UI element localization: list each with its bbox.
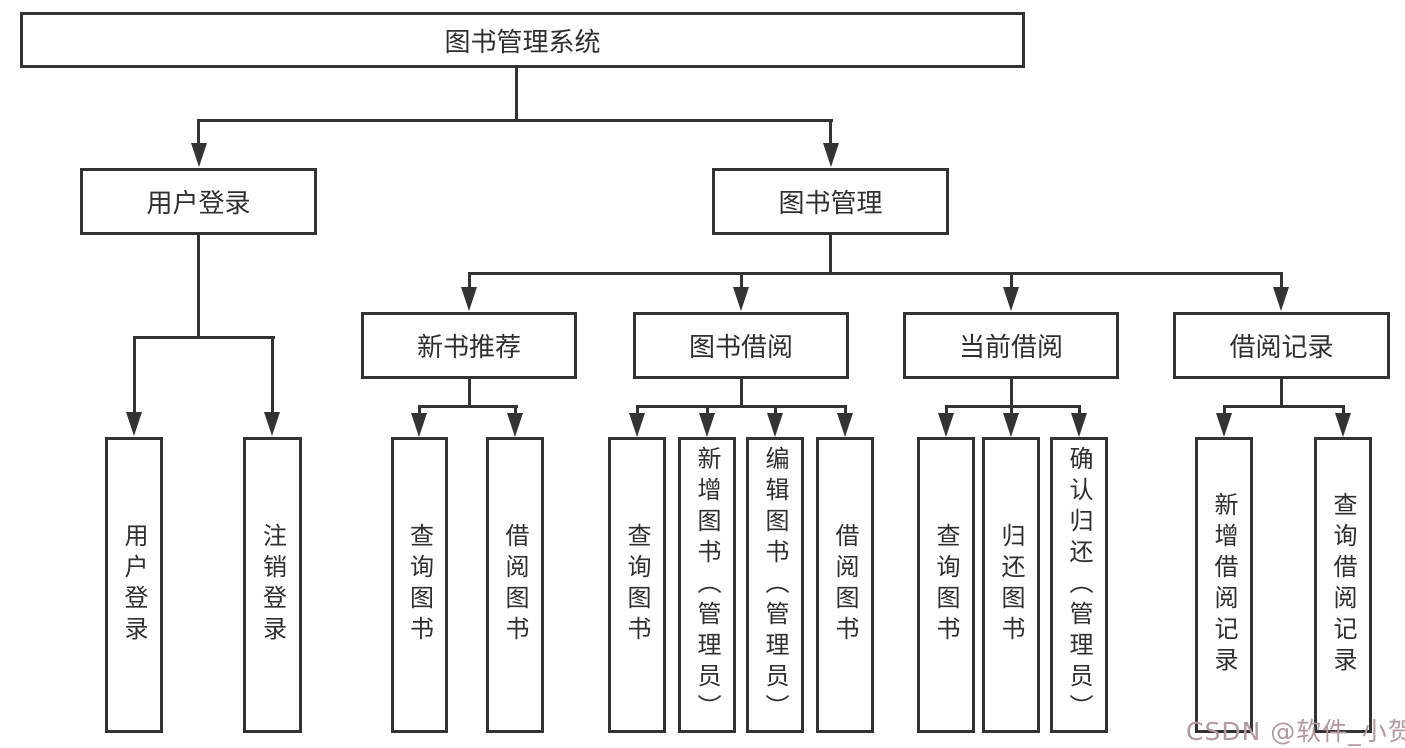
leaf-query-borrow-record: 查询借阅记录 [1314, 437, 1372, 733]
edge-root-split-line [197, 119, 833, 122]
node-book-management: 图书管理 [712, 168, 949, 235]
arrowhead-down-icon [767, 413, 783, 437]
node-label: 图书管理 [778, 189, 883, 219]
node-label: 借阅记录 [1229, 333, 1334, 363]
arrowhead-down-icon [629, 413, 645, 437]
edge-book-borrow-feeder-line [740, 379, 743, 408]
arrowhead-down-icon [938, 413, 954, 437]
edge-drop-borrow-records-line [1280, 272, 1283, 288]
leaf-query-books-recommend: 查询图书 [391, 437, 448, 733]
edge-user-login-feeder-line [197, 235, 200, 339]
arrowhead-down-icon [126, 412, 142, 436]
arrowhead-down-icon [264, 412, 280, 436]
arrowhead-down-icon [837, 413, 853, 437]
arrowhead-down-icon [1071, 413, 1087, 437]
leaf-borrow-books-recommend: 借阅图书 [486, 437, 544, 733]
leaf-confirm-return-admin: 确认归还（管理员） [1050, 437, 1108, 733]
node-book-borrowing: 图书借阅 [633, 312, 849, 379]
edge-book-management-feeder-line [829, 235, 832, 275]
leaf-query-books-borrow: 查询图书 [608, 437, 666, 733]
edge-drop-leaf-line [774, 405, 777, 416]
node-user-login: 用户登录 [80, 168, 317, 235]
leaf-return-book: 归还图书 [982, 437, 1040, 733]
arrowhead-down-icon [1003, 287, 1019, 311]
edge-drop-current-borrow-line [1010, 272, 1013, 288]
leaf-label: 借阅图书 [501, 523, 529, 647]
edge-drop-book-borrow-line [740, 272, 743, 288]
edge-drop-leaf-line [133, 336, 136, 414]
arrowhead-down-icon [507, 413, 523, 437]
arrowhead-down-icon [191, 143, 207, 167]
arrowhead-down-icon [1335, 413, 1351, 437]
edge-root-feeder-line [515, 66, 518, 121]
arrowhead-down-icon [1216, 413, 1232, 437]
leaf-label: 新增借阅记录 [1210, 492, 1238, 678]
leaf-label: 查询图书 [405, 523, 434, 647]
edge-book-management-split-line [468, 272, 1283, 275]
edge-drop-leaf-line [1342, 405, 1345, 416]
node-new-book-recommendation: 新书推荐 [361, 312, 577, 379]
edge-borrow-records-feeder-line [1280, 379, 1283, 408]
edge-drop-book-management-line [829, 119, 832, 145]
node-label: 当前借阅 [958, 333, 1063, 363]
arrowhead-down-icon [699, 413, 715, 437]
arrowhead-down-icon [823, 143, 839, 167]
leaf-label: 查询借阅记录 [1329, 492, 1357, 678]
edge-drop-leaf-line [844, 405, 847, 416]
leaf-label: 查询图书 [932, 523, 960, 647]
node-label: 用户登录 [146, 189, 251, 219]
node-label: 新书推荐 [416, 333, 521, 363]
leaf-label: 查询图书 [623, 523, 651, 647]
edge-drop-leaf-line [514, 405, 517, 416]
leaf-add-borrow-record: 新增借阅记录 [1195, 437, 1253, 733]
edge-drop-user-login-line [197, 119, 200, 145]
leaf-label: 注销登录 [258, 523, 287, 647]
edge-drop-leaf-line [706, 405, 709, 416]
edge-book-borrow-split-line [636, 405, 847, 408]
edge-new-book-feeder-line [468, 379, 471, 408]
edge-drop-leaf-line [418, 405, 421, 416]
edge-user-login-split-line [133, 336, 275, 339]
leaf-borrow-books: 借阅图书 [816, 437, 874, 733]
arrowhead-down-icon [461, 287, 477, 311]
leaf-label: 新增图书（管理员） [693, 445, 721, 725]
leaf-logout: 注销登录 [243, 437, 302, 733]
arrowhead-down-icon [1003, 413, 1019, 437]
edge-current-borrow-feeder-line [1010, 379, 1013, 408]
edge-borrow-records-split-line [1223, 405, 1345, 408]
node-label: 图书借阅 [688, 333, 793, 363]
leaf-label: 借阅图书 [831, 523, 859, 647]
leaf-label: 归还图书 [997, 523, 1025, 647]
arrowhead-down-icon [411, 413, 427, 437]
node-borrowing-records: 借阅记录 [1173, 312, 1390, 379]
arrowhead-down-icon [733, 287, 749, 311]
leaf-label: 用户登录 [120, 523, 148, 647]
csdn-watermark: CSDN @软件_小贺同学 [1186, 717, 1405, 746]
leaf-add-book-admin: 新增图书（管理员） [678, 437, 736, 733]
edge-drop-leaf-line [1010, 405, 1013, 416]
edge-drop-leaf-line [1223, 405, 1226, 416]
edge-drop-leaf-line [636, 405, 639, 416]
node-current-borrowing: 当前借阅 [903, 312, 1119, 379]
leaf-query-books-current: 查询图书 [917, 437, 975, 733]
leaf-label: 确认归还（管理员） [1065, 445, 1093, 725]
arrowhead-down-icon [1273, 287, 1289, 311]
node-library-management-system: 图书管理系统 [20, 12, 1025, 68]
edge-drop-leaf-line [1078, 405, 1081, 416]
leaf-edit-book-admin: 编辑图书（管理员） [746, 437, 804, 733]
leaf-user-login: 用户登录 [105, 437, 163, 733]
leaf-label: 编辑图书（管理员） [761, 445, 789, 725]
edge-new-book-split-line [418, 405, 518, 408]
edge-drop-leaf-line [945, 405, 948, 416]
node-label: 图书管理系统 [444, 27, 601, 58]
edge-current-borrow-split-line [945, 405, 1081, 408]
edge-drop-new-book-line [468, 272, 471, 288]
edge-drop-leaf-line [271, 336, 274, 414]
